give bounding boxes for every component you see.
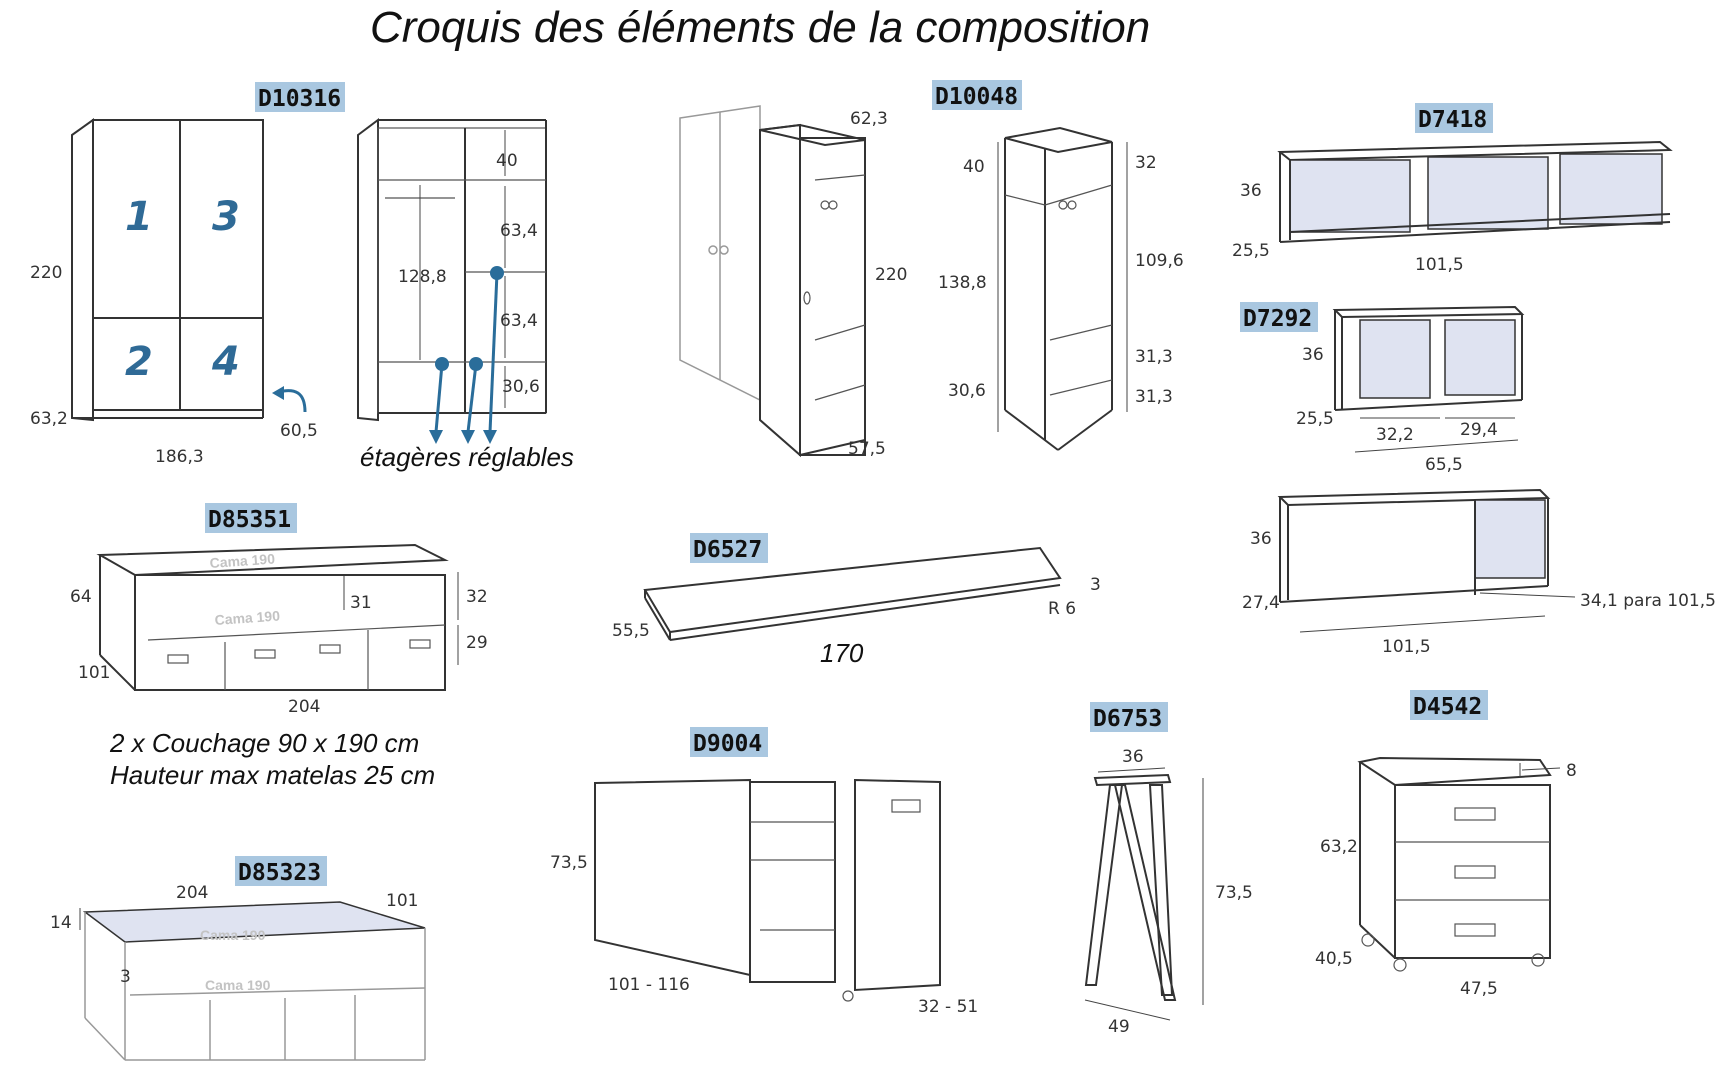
wardrobe-width-label: 186,3	[155, 447, 204, 467]
wardrobe-inner-bottom-label: 30,6	[502, 377, 540, 397]
desk-unit-depth-label: 32 - 51	[918, 997, 978, 1017]
shelf-small-right-label: 29,4	[1460, 420, 1498, 440]
desk-top-thickness-label: 3	[1090, 575, 1101, 595]
shelf-small-depth-label: 25,5	[1296, 409, 1334, 429]
drawer-unit-code: D4542	[1413, 694, 1482, 720]
bed-low-code: D85323	[238, 860, 321, 886]
bed-low-rail-label: 14	[50, 913, 72, 933]
desk-unit-drawing: D9004 73,5 101 - 116 32 - 51	[550, 727, 978, 1017]
door-number-4: 4	[211, 339, 240, 385]
column-shelf2-right-label: 31,3	[1135, 387, 1173, 407]
door-number-1: 1	[125, 194, 153, 240]
bed-mark: Cama 190	[214, 607, 281, 628]
shelf-long-code: D7418	[1418, 107, 1487, 133]
desk-top-radius-label: R 6	[1048, 599, 1076, 619]
bed-low-depth-label: 101	[386, 891, 418, 911]
column-code: D10048	[935, 84, 1018, 110]
shelf-long-width-label: 101,5	[1415, 255, 1464, 275]
bed-low-base-label: 3	[120, 967, 131, 987]
column-shelf1-right-label: 31,3	[1135, 347, 1173, 367]
wardrobe-height-label: 220	[30, 263, 62, 283]
shelf-box-height-label: 36	[1250, 529, 1272, 549]
wardrobe-door-label: 60,5	[280, 421, 318, 441]
bed-drawers-width-label: 204	[288, 697, 320, 717]
wardrobe-inner-top-label: 40	[496, 151, 518, 171]
wardrobe-closed-drawing: D10316 1 3 2 4 220 63,2 186,3 60,5	[30, 82, 345, 467]
trestle-base-label: 49	[1108, 1017, 1130, 1037]
wardrobe-inner-hang-label: 128,8	[398, 267, 447, 287]
shelf-box-drawing: 36 27,4 101,5 34,1 para 101,5	[1242, 488, 1715, 657]
shelf-long-drawing: D7418 36 25,5 101,5	[1232, 103, 1673, 275]
wardrobe-depth-label: 63,2	[30, 409, 68, 429]
column-height-label: 220	[875, 265, 907, 285]
column-top-left-label: 40	[963, 157, 985, 177]
shelf-box-width-label: 101,5	[1382, 637, 1431, 657]
wardrobe-open-drawing: 40 128,8 63,4 63,4 30,6 étagères réglabl…	[357, 118, 574, 472]
column-top-right-label: 32	[1135, 153, 1157, 173]
bed-drawers-drawing: D85351 Cama 190 Cama 190 64 101 204 31 3…	[70, 503, 488, 790]
shelf-small-left-label: 32,2	[1376, 425, 1414, 445]
shelf-box-depth-label: 27,4	[1242, 593, 1280, 613]
trestle-top-label: 36	[1122, 747, 1144, 767]
page-title: Croquis des éléments de la composition	[370, 3, 1150, 52]
desk-unit-height-label: 73,5	[550, 853, 588, 873]
desk-unit-code: D9004	[693, 731, 762, 757]
drawer-unit-depth-label: 40,5	[1315, 949, 1353, 969]
column-detail-drawing: D10048 40 138,8 30,6 32 109,6 31,3 31,3	[932, 80, 1184, 451]
column-bottom-left-label: 30,6	[948, 381, 986, 401]
desk-top-depth-label: 55,5	[612, 621, 650, 641]
trestle-code: D6753	[1093, 706, 1162, 732]
drawer-unit-drawing: D4542 63,2 40,5 47,5 8	[1315, 690, 1577, 999]
shelf-box-extension-label: 34,1 para 101,5	[1580, 591, 1715, 611]
desk-top-code: D6527	[693, 537, 762, 563]
column-open-drawing: 62,3 220 57,5	[679, 105, 907, 459]
column-mid-left-label: 138,8	[938, 273, 987, 293]
bed-low-drawing: D85323 Cama 190 Cama 190 204 101 14 3	[50, 856, 426, 1061]
door-number-2: 2	[125, 339, 153, 385]
shelf-small-drawing: D7292 36 25,5 32,2 29,4 65,5	[1240, 302, 1525, 475]
wardrobe-inner-shelf1-label: 63,4	[500, 221, 538, 241]
bed-mark: Cama 190	[209, 550, 276, 571]
column-mid-right-label: 109,6	[1135, 251, 1184, 271]
bed-low-width-label: 204	[176, 883, 208, 903]
adjustable-shelves-note: étagères réglables	[360, 442, 574, 472]
bed-drawers-lower-label: 29	[466, 633, 488, 653]
bed-drawers-topgap-label: 31	[350, 593, 372, 613]
shelf-small-width-label: 65,5	[1425, 455, 1463, 475]
door-number-3: 3	[212, 194, 240, 240]
shelf-long-height-label: 36	[1240, 181, 1262, 201]
desk-top-drawing: D6527 55,5 3 R 6 170	[612, 533, 1101, 668]
trestle-drawing: D6753 36 73,5 49	[1084, 702, 1253, 1037]
shelf-small-height-label: 36	[1302, 345, 1324, 365]
wardrobe-code: D10316	[258, 86, 341, 112]
desk-top-length-label: 170	[820, 638, 864, 668]
shelf-long-depth-label: 25,5	[1232, 241, 1270, 261]
wardrobe-inner-shelf2-label: 63,4	[500, 311, 538, 331]
bed-drawers-depth-label: 101	[78, 663, 110, 683]
trestle-height-label: 73,5	[1215, 883, 1253, 903]
bed-drawers-note-2: Hauteur max matelas 25 cm	[110, 760, 435, 790]
column-depth-label: 57,5	[848, 439, 886, 459]
desk-unit-width-label: 101 - 116	[608, 975, 690, 995]
shelf-small-code: D7292	[1243, 306, 1312, 332]
bed-drawers-upper-label: 32	[466, 587, 488, 607]
bed-low-mark: Cama 190	[200, 927, 266, 943]
drawer-unit-rim-label: 8	[1566, 761, 1577, 781]
bed-low-mark: Cama 190	[205, 977, 271, 993]
drawer-unit-width-label: 47,5	[1460, 979, 1498, 999]
bed-drawers-note-1: 2 x Couchage 90 x 190 cm	[109, 728, 419, 758]
bed-drawers-height-label: 64	[70, 587, 92, 607]
bed-drawers-code: D85351	[208, 507, 291, 533]
column-width-label: 62,3	[850, 109, 888, 129]
drawer-unit-height-label: 63,2	[1320, 837, 1358, 857]
